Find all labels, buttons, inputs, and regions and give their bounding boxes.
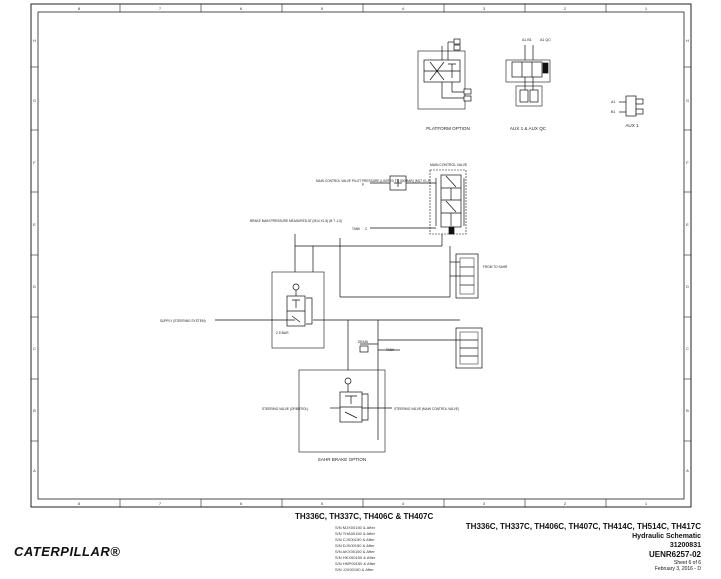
col-label-bottom: 7: [159, 501, 162, 506]
svg-text:TANK: TANK: [386, 348, 395, 352]
col-label-top: 1: [645, 6, 648, 11]
row-label-right: E: [686, 222, 689, 227]
col-label-top: 4: [402, 6, 405, 11]
column-markers: 8 7 6 5 4 3 2 1 8 7 6 5 4 3 2 1: [78, 4, 648, 507]
svg-text:A1: A1: [611, 100, 615, 104]
to-service-label: FROM TO SAHR: [483, 265, 508, 269]
col-label-top: 6: [240, 6, 243, 11]
document-number: UENR6257-02: [648, 550, 701, 559]
row-label-left: G: [33, 98, 36, 103]
row-label-left: B: [33, 408, 36, 413]
platform-option: PLATFORM OPTION: [417, 38, 472, 131]
right-connector-lower: [455, 327, 483, 369]
brake-bar-value: 2.5 BAR: [276, 331, 289, 335]
row-label-left: A: [33, 468, 36, 473]
svg-text:TANK: TANK: [352, 227, 361, 231]
svg-text:A1 B1: A1 B1: [522, 38, 532, 42]
main-control-valve-text: MAIN CONTROL VALVE PILOT PRESSURE (LIMIT…: [316, 179, 431, 231]
col-label-top: 2: [564, 6, 567, 11]
serial-number: S/N CJX00150 & After: [335, 537, 375, 542]
platform-option-label: PLATFORM OPTION: [426, 126, 470, 131]
col-label-top: 5: [321, 6, 324, 11]
col-label-top: 7: [159, 6, 162, 11]
col-label-bottom: 6: [240, 501, 243, 506]
sahr-brake-option-label: SAHR BRAKE OPTION: [318, 457, 367, 462]
aux1: A1 B1 AUX 1: [611, 95, 644, 128]
brake-valve-block: 2.5 BAR: [271, 271, 325, 349]
row-label-left: F: [33, 160, 36, 165]
row-label-left: D: [33, 284, 36, 289]
row-label-right: D: [686, 284, 689, 289]
svg-text:STEERING VALVE (MAIN CONTROL V: STEERING VALVE (MAIN CONTROL VALVE): [394, 407, 459, 411]
svg-text:P: P: [362, 183, 364, 187]
outer-frame: [30, 3, 692, 508]
serial-number: S/N MJX00150 & After: [335, 525, 376, 530]
drain-tank: DRAIN TANK: [358, 340, 395, 353]
aux1-auxqc: A1 B1 A1 QC AUX 1 & AUX QC: [505, 38, 551, 131]
serial-number: S/N HNP00150 & After: [335, 561, 376, 566]
inner-frame: [37, 11, 685, 500]
col-label-bottom: 3: [483, 501, 486, 506]
serial-number: S/N HKX00150 & After: [335, 555, 376, 560]
serial-number: S/N AKX00150 & After: [335, 549, 375, 554]
col-label-top: 8: [78, 6, 81, 11]
col-label-bottom: 8: [78, 501, 81, 506]
row-markers: H G F E D C B A H G F E D C B A: [31, 38, 691, 473]
col-label-bottom: 5: [321, 501, 324, 506]
svg-text:A1 QC: A1 QC: [540, 38, 551, 42]
aux1-auxqc-label: AUX 1 & AUX QC: [510, 126, 547, 131]
revision-date: February 3, 2016 - D: [654, 566, 701, 572]
hydraulic-lines: [215, 234, 460, 440]
svg-text:DRAIN: DRAIN: [358, 340, 369, 344]
sheet-number: Sheet 6 of 6: [674, 560, 701, 566]
row-label-right: A: [686, 468, 689, 473]
caterpillar-logo: CATERPILLAR®: [14, 544, 121, 559]
title-block: TH336C, TH337C, TH406C, TH407C, TH414C, …: [466, 522, 701, 572]
svg-text:MAIN CONTROL VALVE PILOT PRESS: MAIN CONTROL VALVE PILOT PRESSURE (LIMIT…: [316, 179, 431, 183]
brake-pressure-text: BRAKE MAIN PRESSURE MEASURED AT (M14 X1.…: [160, 219, 342, 323]
row-label-left: C: [33, 346, 36, 351]
svg-text:SUPPLY (STEERING SYSTEM): SUPPLY (STEERING SYSTEM): [160, 319, 206, 323]
row-label-right: F: [686, 160, 689, 165]
aux1-label: AUX 1: [625, 123, 639, 128]
row-label-right: C: [686, 346, 689, 351]
serial-number: S/N JJX00150 & After: [335, 567, 374, 572]
svg-text:STEERING VALVE (ORBITROL): STEERING VALVE (ORBITROL): [262, 407, 308, 411]
sahr-steering-text: STEERING VALVE (ORBITROL) STEERING VALVE…: [262, 407, 459, 411]
serial-number-list: S/N MJX00150 & After S/N THA00150 & Afte…: [335, 525, 375, 573]
models-title-left: TH336C, TH337C, TH406C & TH407C: [295, 512, 434, 521]
row-label-right: G: [686, 98, 689, 103]
svg-text:B1: B1: [611, 110, 615, 114]
main-control-valve: MAIN CONTROL VALVE: [370, 163, 468, 235]
row-label-right: H: [686, 38, 689, 43]
row-label-left: H: [33, 38, 36, 43]
col-label-bottom: 4: [402, 501, 405, 506]
right-connector-upper: FROM TO SAHR: [455, 253, 508, 299]
row-label-left: E: [33, 222, 36, 227]
models-title-right: TH336C, TH337C, TH406C, TH407C, TH414C, …: [465, 522, 701, 531]
serial-number: S/N DJX00150 & After: [335, 543, 375, 548]
col-label-bottom: 2: [564, 501, 567, 506]
part-number: 31200831: [669, 542, 701, 549]
schematic-title: Hydraulic Schematic: [632, 533, 701, 540]
col-label-top: 3: [483, 6, 486, 11]
svg-text:MAIN CONTROL VALVE: MAIN CONTROL VALVE: [430, 163, 468, 167]
row-label-right: B: [686, 408, 689, 413]
sahr-brake-option: SAHR BRAKE OPTION: [298, 369, 386, 462]
col-label-bottom: 1: [645, 501, 648, 506]
svg-text:BRAKE MAIN PRESSURE MEASURED A: BRAKE MAIN PRESSURE MEASURED AT (M14 X1.…: [250, 219, 342, 223]
svg-text:C: C: [365, 227, 368, 231]
serial-number: S/N THA00150 & After: [335, 531, 375, 536]
